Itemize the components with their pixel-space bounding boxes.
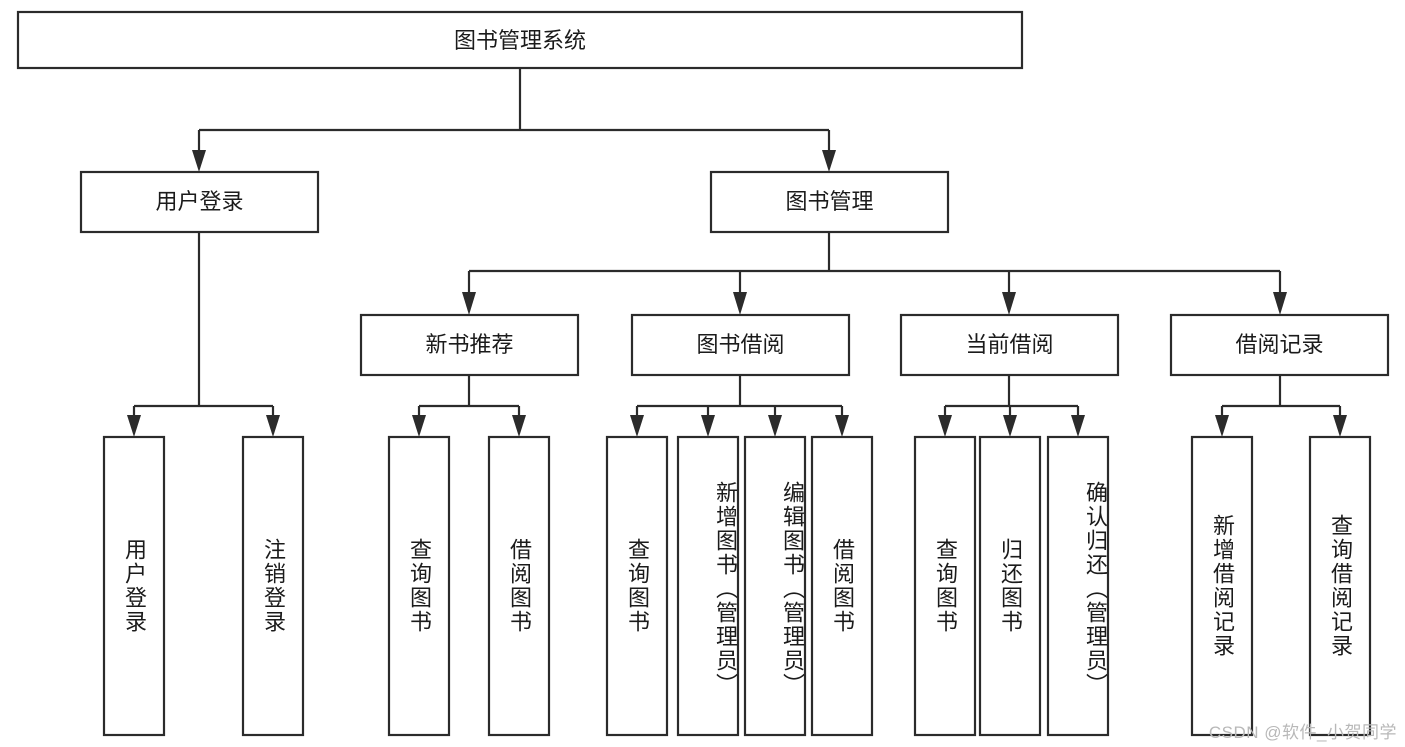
leaf-box-query-book-current[interactable] xyxy=(913,435,977,737)
arrow-records-to-query xyxy=(1333,415,1347,437)
connector-group-current xyxy=(938,375,1085,437)
connector-group-newbook xyxy=(412,375,526,437)
leaf-box-borrow-book-newbook[interactable] xyxy=(487,435,551,737)
arrow-current-to-return xyxy=(1003,415,1017,437)
leaf-box-confirm-return-admin[interactable] xyxy=(1046,435,1110,737)
node-book-management-box[interactable] xyxy=(709,170,950,234)
node-book-management[interactable]: 图书管理 xyxy=(709,170,950,234)
leaf-box-borrow-book[interactable] xyxy=(810,435,874,737)
node-current-borrow[interactable]: 当前借阅 xyxy=(899,313,1120,377)
node-borrow-records-box[interactable] xyxy=(1169,313,1390,377)
arrow-root-to-book-mgmt xyxy=(822,150,836,172)
connector-group-book-mgmt xyxy=(462,232,1287,315)
node-root-system[interactable]: 图书管理系统 xyxy=(16,10,1024,70)
leaf-box-logout[interactable] xyxy=(241,435,305,737)
node-book-borrow[interactable]: 图书借阅 xyxy=(630,313,851,377)
watermark: CSDN @软件_小贺同学 xyxy=(1208,723,1397,742)
arrow-userlogin-to-login xyxy=(127,415,141,437)
node-root-box[interactable] xyxy=(16,10,1024,70)
node-user-login-label: 用户登录 xyxy=(155,189,243,214)
leaf-box-add-borrow-record[interactable] xyxy=(1190,435,1254,737)
arrow-bookmgmt-to-records xyxy=(1273,292,1287,315)
arrow-borrow-to-add xyxy=(701,415,715,437)
arrow-bookmgmt-to-current xyxy=(1002,292,1016,315)
arrow-bookmgmt-to-newbook xyxy=(462,292,476,315)
connector-group-user-login xyxy=(127,232,280,437)
node-book-management-label: 图书管理 xyxy=(785,189,873,214)
node-new-book-recommend-box[interactable] xyxy=(359,313,580,377)
node-book-borrow-label: 图书借阅 xyxy=(696,332,784,357)
arrow-current-to-query xyxy=(938,415,952,437)
arrow-borrow-to-edit xyxy=(768,415,782,437)
arrow-bookmgmt-to-borrow xyxy=(733,292,747,315)
node-new-book-recommend[interactable]: 新书推荐 xyxy=(359,313,580,377)
node-borrow-records-label: 借阅记录 xyxy=(1235,332,1323,357)
node-current-borrow-label: 当前借阅 xyxy=(965,332,1053,357)
connector-group-records xyxy=(1215,375,1347,437)
node-borrow-records[interactable]: 借阅记录 xyxy=(1169,313,1390,377)
arrow-borrow-to-lend xyxy=(835,415,849,437)
arrow-root-to-user-login xyxy=(192,150,206,172)
arrow-borrow-to-query xyxy=(630,415,644,437)
leaf-box-query-book-borrow[interactable] xyxy=(605,435,669,737)
arrow-newbook-to-borrow xyxy=(512,415,526,437)
connector-group-borrow xyxy=(630,375,849,437)
node-new-book-recommend-label: 新书推荐 xyxy=(425,332,513,357)
leaf-boxes xyxy=(102,435,1372,737)
node-user-login-box[interactable] xyxy=(79,170,320,234)
leaf-box-user-login[interactable] xyxy=(102,435,166,737)
arrow-userlogin-to-logout xyxy=(266,415,280,437)
node-current-borrow-box[interactable] xyxy=(899,313,1120,377)
arrow-newbook-to-query xyxy=(412,415,426,437)
leaf-box-query-book-newbook[interactable] xyxy=(387,435,451,737)
node-user-login[interactable]: 用户登录 xyxy=(79,170,320,234)
leaf-box-return-book[interactable] xyxy=(978,435,1042,737)
leaf-box-query-borrow-record[interactable] xyxy=(1308,435,1372,737)
node-root-label: 图书管理系统 xyxy=(454,28,586,53)
leaf-box-add-book-admin[interactable] xyxy=(676,435,740,737)
arrow-records-to-add xyxy=(1215,415,1229,437)
node-book-borrow-box[interactable] xyxy=(630,313,851,377)
leaf-box-edit-book-admin[interactable] xyxy=(743,435,807,737)
arrow-current-to-confirm xyxy=(1071,415,1085,437)
connector-group-root xyxy=(192,68,836,172)
